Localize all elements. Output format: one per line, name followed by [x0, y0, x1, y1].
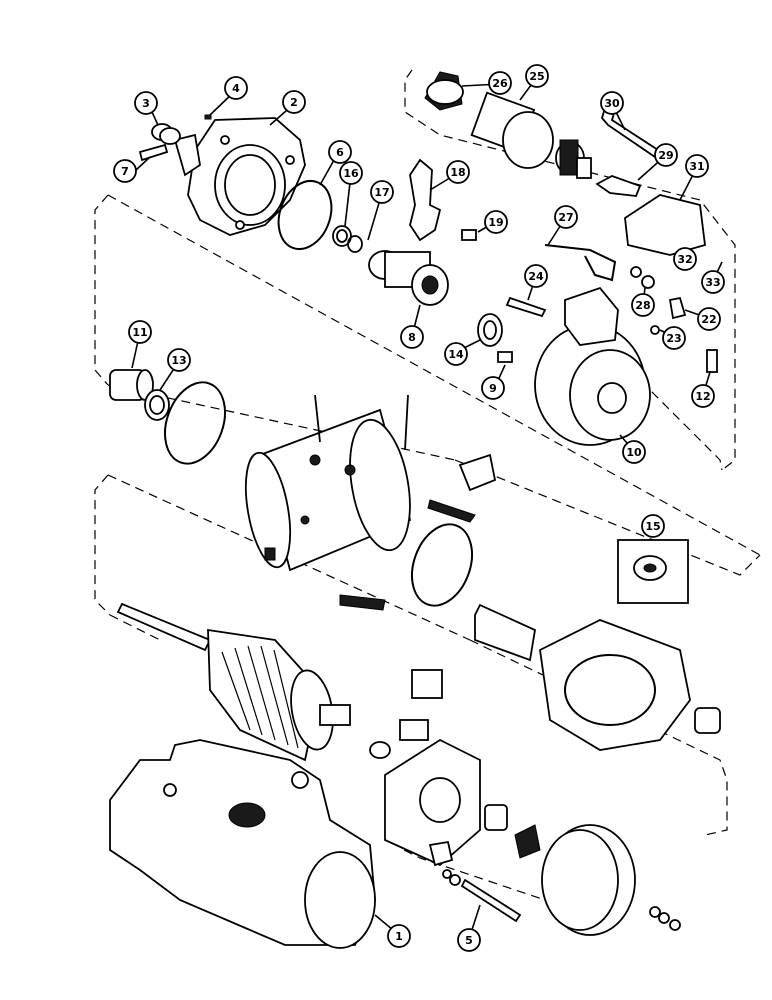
callout-22: 22: [697, 307, 721, 331]
field-frame: [244, 394, 412, 572]
svg-text:11: 11: [132, 326, 147, 339]
svg-text:28: 28: [635, 299, 650, 312]
callout-18: 18: [446, 160, 470, 184]
key-30: [600, 106, 660, 159]
callout-30: 30: [600, 91, 624, 115]
svg-text:26: 26: [492, 77, 508, 90]
callout-27: 27: [554, 205, 578, 229]
callout-9: 9: [481, 376, 505, 400]
washer-ring-16-17: [332, 225, 363, 253]
callout-3: 3: [134, 91, 158, 115]
callout-11: 11: [128, 320, 152, 344]
gasket-plate: [474, 603, 537, 662]
callout-31: 31: [685, 154, 709, 178]
callout-23: 23: [662, 326, 686, 350]
callout-2: 2: [282, 90, 306, 114]
svg-text:29: 29: [658, 149, 673, 162]
svg-text:14: 14: [448, 348, 464, 361]
terminal-cover-31: [624, 194, 706, 256]
callout-19: 19: [484, 210, 508, 234]
svg-text:33: 33: [705, 276, 720, 289]
callout-33: 33: [701, 270, 725, 294]
svg-text:8: 8: [408, 331, 416, 344]
svg-text:23: 23: [666, 332, 681, 345]
svg-text:13: 13: [171, 354, 186, 367]
armature: [116, 602, 351, 762]
brush-holder: [539, 619, 721, 751]
terminal-link-29: [595, 175, 642, 197]
through-bolt-and-nuts: [428, 840, 681, 931]
svg-text:19: 19: [488, 216, 503, 229]
svg-text:10: 10: [626, 446, 642, 459]
svg-text:9: 9: [489, 382, 497, 395]
callout-17: 17: [370, 180, 394, 204]
clip-19: [461, 229, 477, 241]
svg-text:5: 5: [465, 934, 473, 947]
callout-4: 4: [224, 76, 248, 100]
callout-26: 26: [488, 71, 512, 95]
callout-5: 5: [457, 928, 481, 952]
callout-14: 14: [444, 342, 468, 366]
svg-text:4: 4: [232, 82, 240, 95]
svg-text:32: 32: [677, 253, 692, 266]
callout-13: 13: [167, 348, 191, 372]
svg-text:24: 24: [528, 270, 544, 283]
wiring-parts: [544, 244, 687, 335]
callout-12: 12: [691, 384, 715, 408]
svg-text:7: 7: [121, 165, 129, 178]
svg-text:12: 12: [695, 390, 710, 403]
field-brackets: [264, 453, 497, 611]
callout-7: 7: [113, 159, 137, 183]
callout-10: 10: [622, 440, 646, 464]
callout-32: 32: [673, 247, 697, 271]
bushing-and-seal: [109, 369, 226, 465]
svg-text:27: 27: [558, 211, 573, 224]
washer-15-box: [617, 539, 689, 604]
o-ring-6: [277, 180, 333, 250]
drive-end-housing: [173, 117, 306, 236]
callout-8: 8: [400, 325, 424, 349]
callout-28: 28: [631, 293, 655, 317]
svg-text:31: 31: [689, 160, 704, 173]
callout-16: 16: [339, 161, 363, 185]
callout-6: 6: [328, 140, 352, 164]
svg-text:6: 6: [336, 146, 344, 159]
small-drive-parts: [138, 114, 212, 162]
starter-motor-assembly: [109, 739, 376, 949]
svg-text:22: 22: [701, 313, 716, 326]
solenoid-assembly: [424, 71, 592, 179]
bolts-and-washers: [477, 296, 718, 373]
callout-29: 29: [654, 143, 678, 167]
rear-plate: [369, 669, 541, 867]
commutator-end-housing: [534, 286, 651, 446]
svg-text:30: 30: [604, 97, 620, 110]
drive-pinion: [368, 250, 449, 306]
callout-1: 1: [387, 924, 411, 948]
svg-text:17: 17: [374, 186, 389, 199]
svg-text:3: 3: [142, 97, 150, 110]
svg-text:15: 15: [645, 520, 660, 533]
callout-15: 15: [641, 514, 665, 538]
callout-25: 25: [525, 64, 549, 88]
shift-lever: [409, 158, 442, 242]
svg-text:16: 16: [343, 167, 359, 180]
callout-24: 24: [524, 264, 548, 288]
svg-text:1: 1: [395, 930, 403, 943]
callouts: 1 2 3 4 5 6 7 8 9 10 11 12 13 14 15 16 1…: [113, 64, 725, 952]
svg-text:25: 25: [529, 70, 544, 83]
svg-text:2: 2: [290, 96, 298, 109]
svg-text:18: 18: [450, 166, 465, 179]
o-ring-frame: [411, 523, 473, 607]
end-cover: [541, 824, 636, 936]
